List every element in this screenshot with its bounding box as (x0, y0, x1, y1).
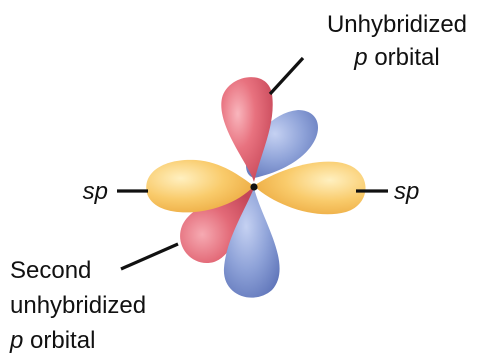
upper-red-lobe (221, 77, 273, 182)
label-second: Second (10, 257, 91, 284)
right-sp-lobe (254, 161, 366, 215)
label-p-orbital-2: p orbital (9, 327, 95, 354)
lower-blue-lobe (223, 188, 280, 298)
label-unhybridized-2: unhybridized (10, 292, 146, 319)
label-sp-left: sp (83, 178, 108, 205)
label-p-orbital: p orbital (353, 44, 439, 71)
nucleus-dot (250, 183, 258, 191)
leader-bottom-left (120, 242, 179, 271)
upper-blue-lobe (245, 110, 319, 178)
lower-red-lobe (180, 188, 254, 264)
label-unhybridized: Unhybridized (327, 11, 467, 38)
label-sp-right: sp (394, 178, 419, 205)
leader-top-right (268, 56, 305, 96)
left-sp-lobe (146, 159, 254, 213)
